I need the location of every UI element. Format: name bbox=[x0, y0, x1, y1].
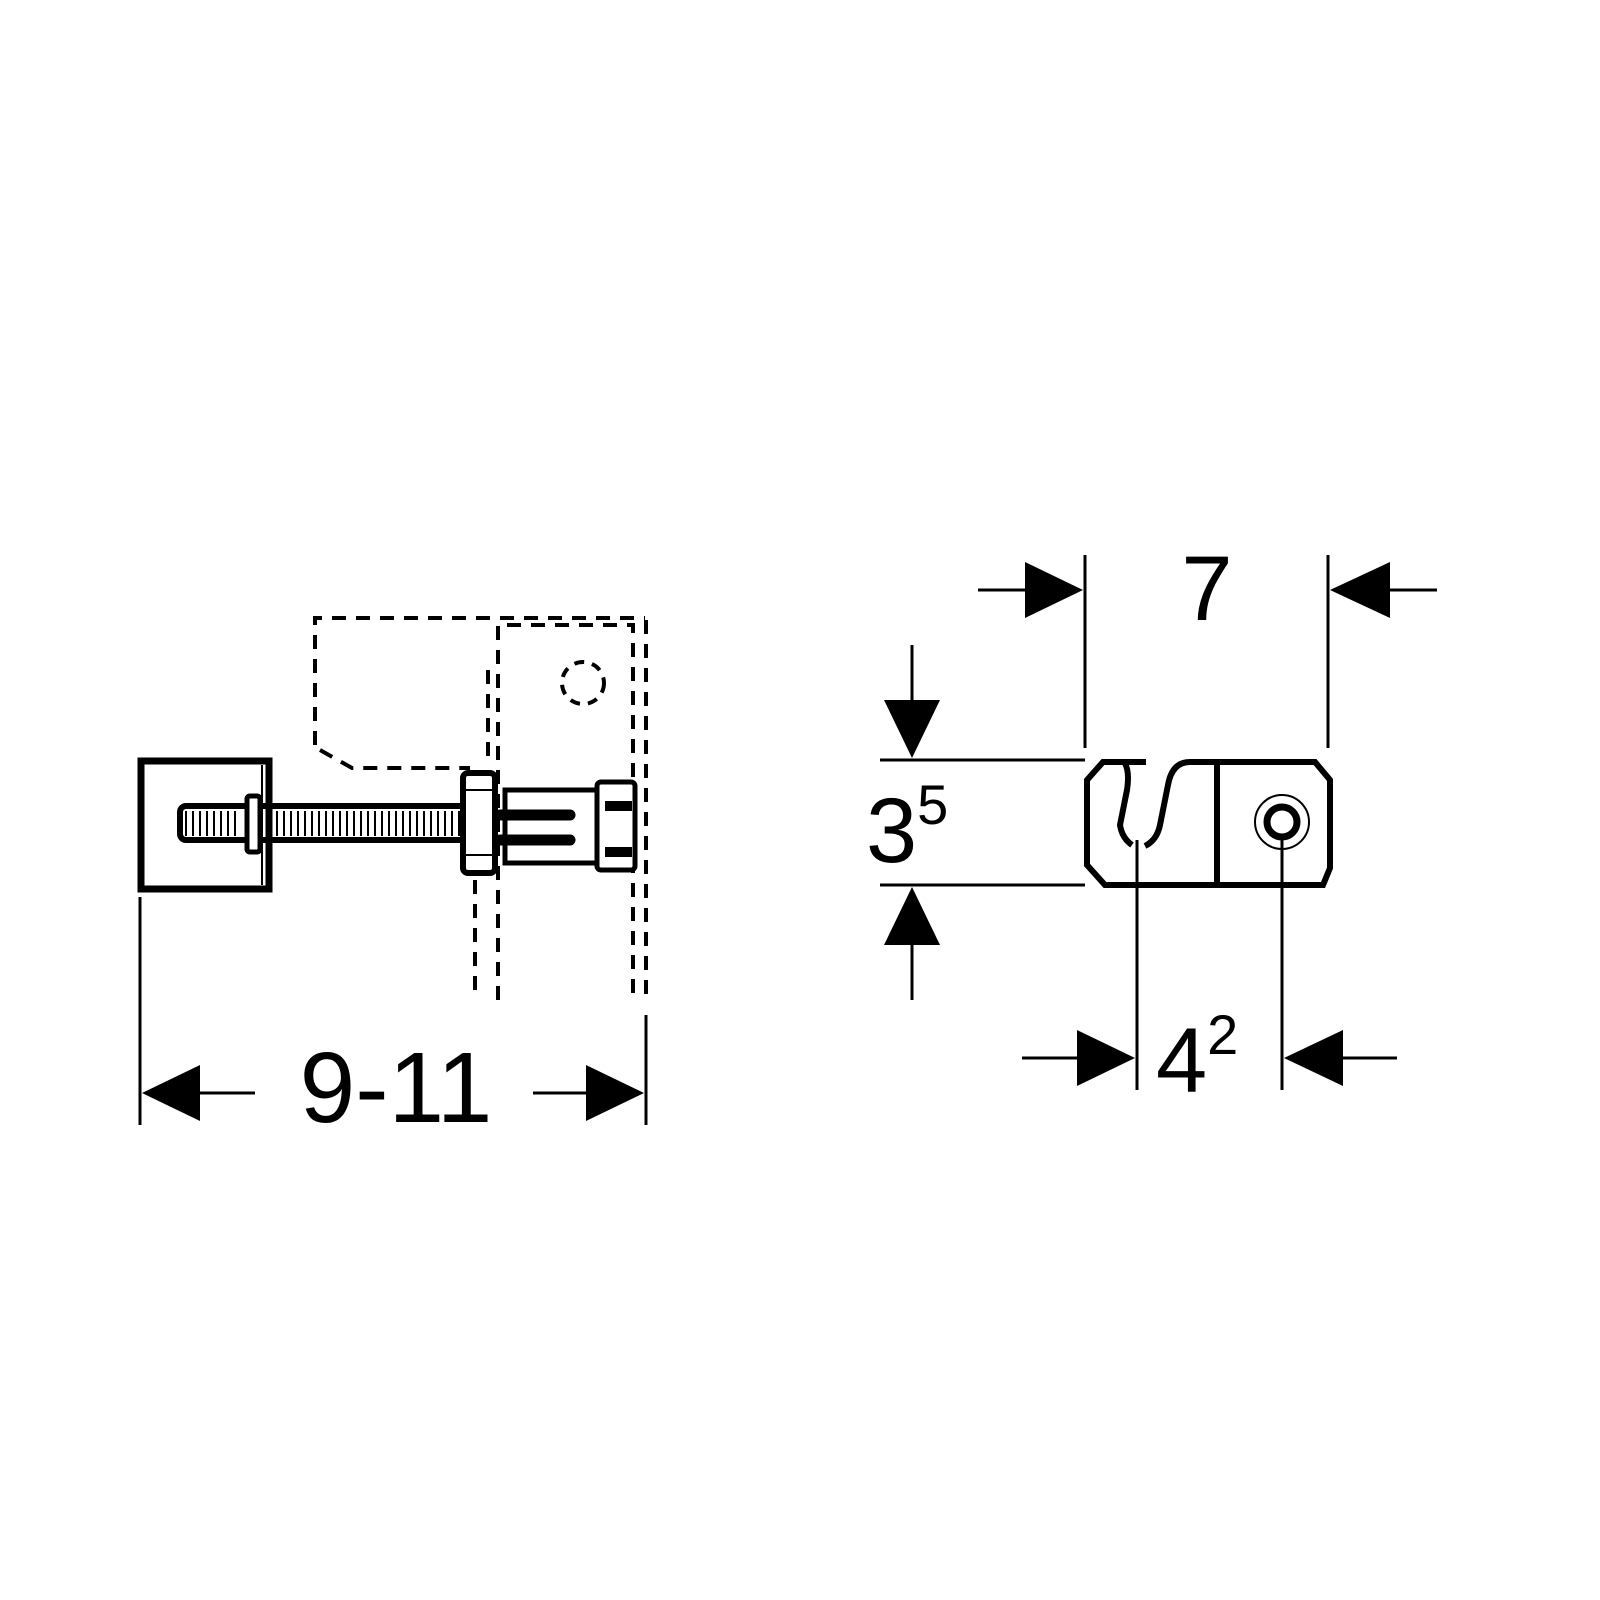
arrow-left-icon bbox=[1284, 1030, 1343, 1086]
dimension-label-7: 7 bbox=[1181, 538, 1232, 640]
dimension-9-11 bbox=[138, 897, 648, 1125]
dimension-4-2 bbox=[1022, 838, 1397, 1090]
arrow-left-icon bbox=[142, 1065, 200, 1121]
dimension-label-9-11: 9-11 bbox=[300, 1032, 493, 1144]
dimension-label-3-5: 35 bbox=[866, 773, 948, 882]
arrow-up-icon bbox=[884, 887, 940, 945]
left-view bbox=[137, 616, 648, 1125]
dimension-3-5 bbox=[880, 645, 1085, 1000]
label-base: 3 bbox=[866, 780, 917, 882]
screw-hole bbox=[1263, 803, 1301, 841]
arrow-down-icon bbox=[884, 700, 940, 758]
thread-lines bbox=[185, 811, 460, 836]
arrow-right-icon bbox=[586, 1065, 644, 1121]
arrow-right-icon bbox=[1025, 562, 1083, 618]
washer bbox=[244, 793, 263, 855]
arrow-right-icon bbox=[1077, 1030, 1135, 1086]
arrow-left-icon bbox=[1330, 562, 1390, 618]
label-superscript: 5 bbox=[917, 773, 948, 836]
dimension-7 bbox=[978, 555, 1437, 748]
right-view bbox=[880, 555, 1437, 1090]
dimension-label-4-2: 42 bbox=[1156, 1003, 1238, 1112]
label-superscript: 2 bbox=[1207, 1003, 1238, 1066]
label-base: 4 bbox=[1156, 1010, 1207, 1112]
adjusting-nut bbox=[460, 770, 498, 876]
bracket-plate bbox=[1084, 759, 1333, 888]
wall-plug bbox=[494, 779, 638, 873]
